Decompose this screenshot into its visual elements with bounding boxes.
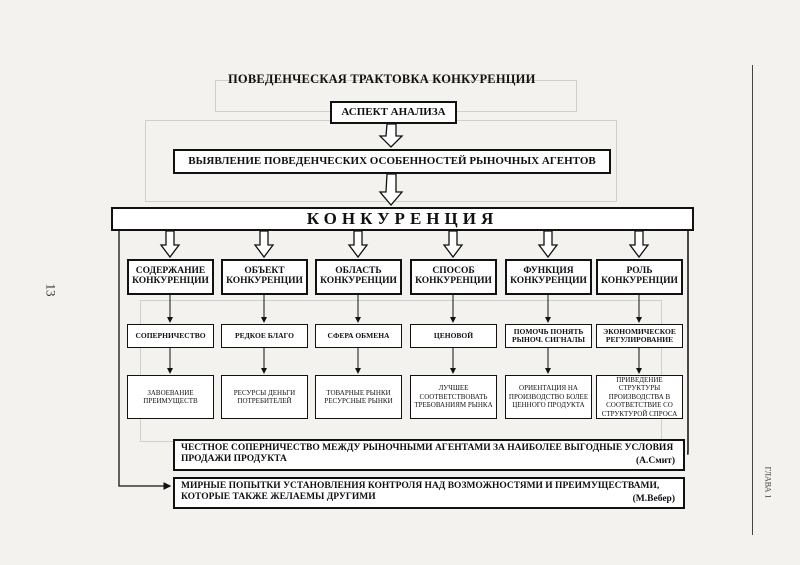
page-edge-line bbox=[752, 65, 753, 535]
category-box: ОБЛАСТЬ КОНКУРЕНЦИИ bbox=[315, 259, 402, 295]
definition-smith: ЧЕСТНОЕ СОПЕРНИЧЕСТВО МЕЖДУ РЫНОЧНЫМИ АГ… bbox=[173, 439, 685, 471]
level3-box: РЕСУРСЫ ДЕНЬГИ ПОТРЕБИТЕЛЕЙ bbox=[221, 375, 308, 419]
arrow-down bbox=[628, 230, 650, 259]
level3-box: ТОВАРНЫЕ РЫНКИ РЕСУРСНЫЕ РЫНКИ bbox=[315, 375, 402, 419]
category-box: ФУНКЦИЯ КОНКУРЕНЦИИ bbox=[505, 259, 592, 295]
level3-box: ПРИВЕДЕНИЕ СТРУКТУРЫ ПРОИЗВОДСТВА В СООТ… bbox=[596, 375, 683, 419]
level3-box: ОРИЕНТАЦИЯ НА ПРОИЗВОДСТВО БОЛЕЕ ЦЕННОГО… bbox=[505, 375, 592, 419]
arrow-down bbox=[253, 230, 275, 259]
category-box: СОДЕРЖАНИЕ КОНКУРЕНЦИИ bbox=[127, 259, 214, 295]
level2-box: СОПЕРНИЧЕСТВО bbox=[127, 324, 214, 348]
bleed-through-box bbox=[140, 300, 662, 442]
category-box: СПОСОБ КОНКУРЕНЦИИ bbox=[410, 259, 497, 295]
arrow-down bbox=[442, 230, 464, 259]
reveal-box: ВЫЯВЛЕНИЕ ПОВЕДЕНЧЕСКИХ ОСОБЕННОСТЕЙ РЫН… bbox=[173, 149, 611, 174]
level3-box: ЗАВОЕВАНИЕ ПРЕИМУЩЕСТВ bbox=[127, 375, 214, 419]
definition-author: (А.Смит) bbox=[635, 456, 675, 467]
level2-box: РЕДКОЕ БЛАГО bbox=[221, 324, 308, 348]
arrow-down bbox=[347, 230, 369, 259]
arrow-down bbox=[537, 230, 559, 259]
level2-box: ПОМОЧЬ ПОНЯТЬ РЫНОЧ. СИГНАЛЫ bbox=[505, 324, 592, 348]
level2-box: ЭКОНОМИЧЕСКОЕ РЕГУЛИРОВАНИЕ bbox=[596, 324, 683, 348]
competition-box: КОНКУРЕНЦИЯ bbox=[111, 207, 694, 231]
level3-box: ЛУЧШЕЕ СООТВЕТСТВОВАТЬ ТРЕБОВАНИЯМ РЫНКА bbox=[410, 375, 497, 419]
arrow-down bbox=[159, 230, 181, 259]
definition-author: (М.Вебер) bbox=[632, 494, 675, 505]
definition-text: ЧЕСТНОЕ СОПЕРНИЧЕСТВО МЕЖДУ РЫНОЧНЫМИ АГ… bbox=[181, 443, 674, 464]
level2-box: ЦЕНОВОЙ bbox=[410, 324, 497, 348]
page-title: ПОВЕДЕНЧЕСКАЯ ТРАКТОВКА КОНКУРЕНЦИИ bbox=[228, 72, 536, 86]
chapter-label: ГЛАВА 1 bbox=[763, 466, 773, 499]
page-number: 13 bbox=[43, 283, 59, 297]
aspect-box: АСПЕКТ АНАЛИЗА bbox=[330, 101, 457, 124]
category-box: ОБЪЕКТ КОНКУРЕНЦИИ bbox=[221, 259, 308, 295]
category-box: РОЛЬ КОНКУРЕНЦИИ bbox=[596, 259, 683, 295]
definition-weber: МИРНЫЕ ПОПЫТКИ УСТАНОВЛЕНИЯ КОНТРОЛЯ НАД… bbox=[173, 477, 685, 509]
level2-box: СФЕРА ОБМЕНА bbox=[315, 324, 402, 348]
definition-text: МИРНЫЕ ПОПЫТКИ УСТАНОВЛЕНИЯ КОНТРОЛЯ НАД… bbox=[181, 481, 660, 502]
